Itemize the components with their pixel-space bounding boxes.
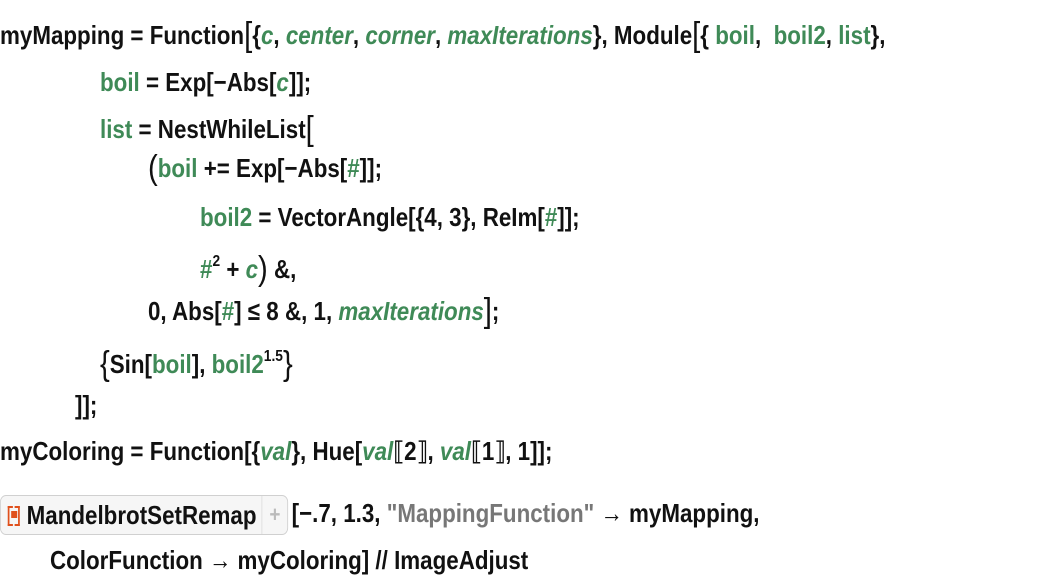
- code-token: = NestWhileList: [132, 114, 306, 144]
- symbol-token: #: [347, 153, 360, 183]
- code-token: ⟦2⟧,: [393, 436, 440, 466]
- symbol-token: val: [439, 436, 471, 466]
- symbol-token: list: [838, 20, 871, 50]
- symbol-token: maxIterations: [447, 20, 593, 50]
- code-line[interactable]: boil = Exp[−Abs[c]];: [100, 65, 311, 99]
- code-line[interactable]: (boil += Exp[−Abs[#]];: [148, 151, 382, 185]
- code-token: = VectorAngle[{4, 3}, ReIm[: [252, 202, 545, 232]
- code-token: ;: [89, 390, 98, 420]
- code-token: ,: [434, 20, 448, 50]
- code-token: {: [700, 20, 716, 50]
- code-token: [: [244, 16, 253, 54]
- code-token: = Exp[−Abs[: [139, 67, 277, 97]
- code-line[interactable]: ColorFunction → myColoring] // ImageAdju…: [50, 543, 528, 577]
- code-token: 2: [212, 253, 221, 270]
- code-token: {: [100, 345, 110, 383]
- symbol-token: corner: [365, 20, 435, 50]
- symbol-token: boil: [100, 67, 140, 97]
- symbol-token: maxIterations: [338, 296, 484, 326]
- code-line[interactable]: list = NestWhileList[: [100, 112, 314, 146]
- code-token: ]];: [288, 67, 312, 97]
- code-line[interactable]: MandelbrotSetRemap+[−.7, 1.3, "MappingFu…: [0, 495, 759, 535]
- symbol-token: boil: [157, 153, 198, 183]
- code-token: ],: [191, 349, 212, 379]
- code-token: ): [258, 250, 268, 288]
- code-token: (: [148, 149, 158, 187]
- symbol-token: c: [260, 20, 274, 50]
- code-line[interactable]: {Sin[boil], boil21.5}: [100, 340, 293, 381]
- code-token: ] ≤ 8 &, 1,: [234, 296, 339, 326]
- string-token: "MappingFunction": [386, 497, 595, 528]
- code-token: {: [252, 20, 261, 50]
- code-line[interactable]: #2 + c) &,: [200, 245, 296, 286]
- code-token: 1.5: [263, 348, 283, 365]
- code-token: [: [692, 16, 701, 54]
- code-token: +: [220, 254, 246, 284]
- symbol-token: c: [245, 254, 259, 284]
- symbol-token: #: [200, 254, 213, 284]
- plus-icon[interactable]: +: [261, 496, 288, 534]
- symbol-token: boil: [715, 20, 755, 50]
- code-token: }, Module: [592, 20, 693, 50]
- code-token: }, Hue[: [291, 436, 363, 466]
- code-line[interactable]: myMapping = Function[{c, center, corner,…: [0, 18, 885, 52]
- code-token: [−.7, 1.3,: [291, 497, 387, 528]
- resource-function-name: MandelbrotSetRemap: [26, 500, 257, 530]
- symbol-token: boil2: [200, 202, 253, 232]
- code-token: += Exp[−Abs[: [197, 153, 348, 183]
- code-token: myColoring = Function[{: [0, 436, 261, 466]
- code-token: ]];: [359, 153, 383, 183]
- symbol-token: #: [544, 202, 558, 232]
- code-token: ⟦1⟧, 1]];: [470, 436, 553, 466]
- code-line[interactable]: ]];: [75, 388, 97, 422]
- resource-function-icon: [7, 506, 20, 526]
- code-token: [: [305, 110, 314, 148]
- symbol-token: boil2: [773, 20, 826, 50]
- code-token: ;: [491, 296, 500, 326]
- code-token: ,: [352, 20, 366, 50]
- symbol-token: val: [362, 436, 394, 466]
- code-token: Sin[: [109, 349, 153, 379]
- code-token: }: [282, 345, 293, 383]
- code-line[interactable]: 0, Abs[#] ≤ 8 &, 1, maxIterations];: [148, 294, 499, 328]
- code-token: ,: [754, 20, 774, 50]
- code-token: → myMapping,: [594, 497, 760, 528]
- code-token: &,: [267, 254, 297, 284]
- code-token: myMapping = Function: [0, 20, 245, 50]
- symbol-token: #: [221, 296, 235, 326]
- code-token: ColorFunction → myColoring] // ImageAdju…: [50, 545, 529, 575]
- code-token: },: [870, 20, 886, 50]
- symbol-token: boil: [152, 349, 192, 379]
- symbol-token: list: [100, 114, 133, 144]
- code-line[interactable]: myColoring = Function[{val}, Hue[val⟦2⟧,…: [0, 434, 552, 468]
- code-token: ,: [273, 20, 286, 50]
- code-token: ]: [483, 292, 492, 330]
- symbol-token: boil2: [211, 349, 264, 379]
- code-token: ]]: [75, 390, 90, 420]
- code-line[interactable]: boil2 = VectorAngle[{4, 3}, ReIm[#]];: [200, 200, 580, 234]
- symbol-token: c: [276, 67, 289, 97]
- code-token: ,: [825, 20, 839, 50]
- symbol-token: center: [285, 20, 353, 50]
- code-token: 0, Abs[: [148, 296, 222, 326]
- resource-function-box[interactable]: MandelbrotSetRemap+: [0, 495, 289, 535]
- code-token: ]];: [557, 202, 580, 232]
- symbol-token: val: [260, 436, 292, 466]
